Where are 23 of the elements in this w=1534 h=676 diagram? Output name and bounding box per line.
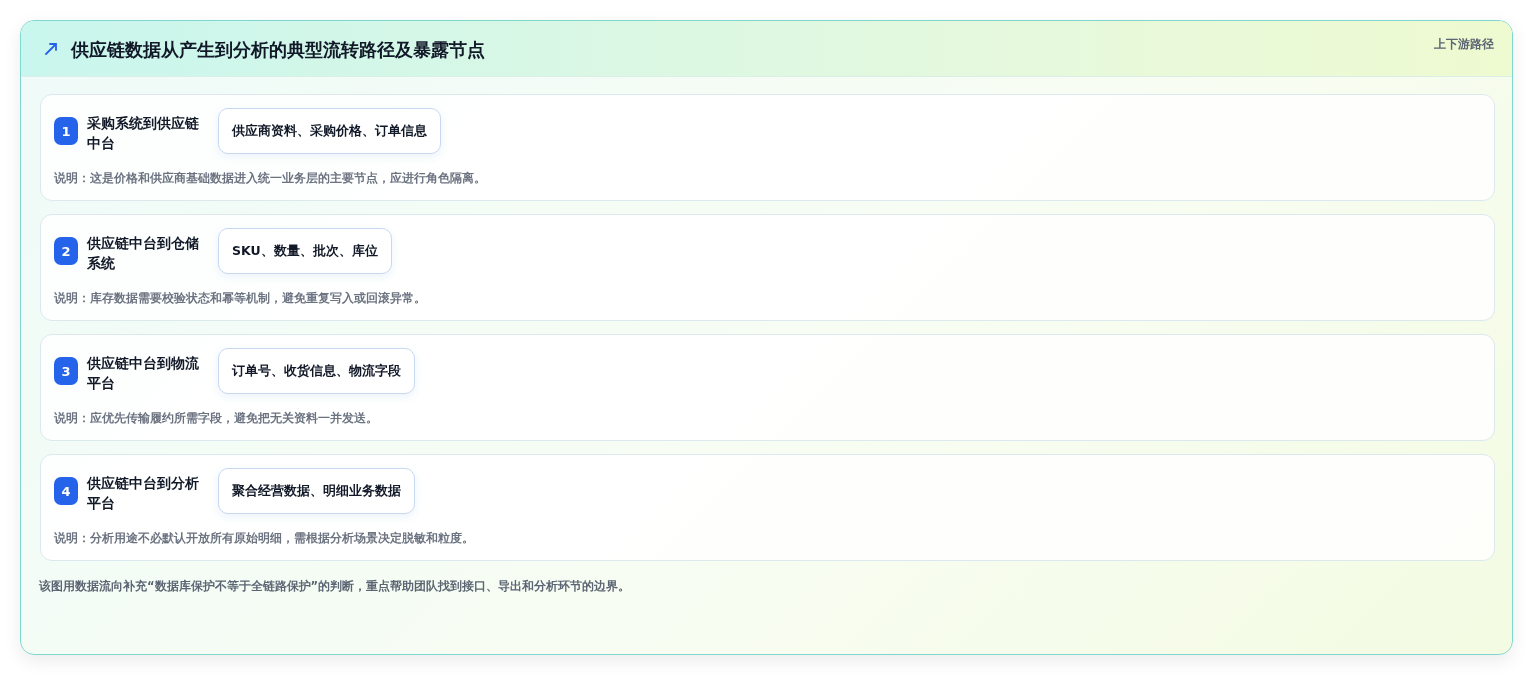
step-note: 说明：应优先传输履约所需字段，避免把无关资料一并发送。 [54,411,378,426]
step-heading: 采购系统到供应链中台 [87,114,200,153]
step-heading: 供应链中台到物流平台 [87,354,200,393]
step-number: 1 [54,117,78,145]
step-note: 说明：库存数据需要校验状态和幂等机制，避免重复写入或回滚异常。 [54,291,426,306]
footnote: 该图用数据流向补充“数据库保护不等于全链路保护”的判断，重点帮助团队找到接口、导出和分析环节的边界。 [39,579,631,594]
data-fields: 订单号、收货信息、物流字段 [218,348,415,394]
step-card [40,214,1495,321]
step-note: 说明：分析用途不必默认开放所有原始明细，需根据分析场景决定脱敏和粒度。 [54,531,474,546]
data-fields: SKU、数量、批次、库位 [218,228,392,274]
step-note: 说明：这是价格和供应商基础数据进入统一业务层的主要节点，应进行角色隔离。 [54,171,486,186]
step-card [40,454,1495,561]
step-card [40,94,1495,201]
step-number: 2 [54,237,78,265]
data-fields: 供应商资料、采购价格、订单信息 [218,108,441,154]
step-heading: 供应链中台到仓储系统 [87,234,200,273]
step-number: 4 [54,477,78,505]
step-card [40,334,1495,441]
step-number: 3 [54,357,78,385]
step-heading: 供应链中台到分析平台 [87,474,200,513]
header-tag: 上下游路径 [1434,36,1494,53]
title: 供应链数据从产生到分析的典型流转路径及暴露节点 [71,38,485,62]
data-fields: 聚合经营数据、明细业务数据 [218,468,415,514]
